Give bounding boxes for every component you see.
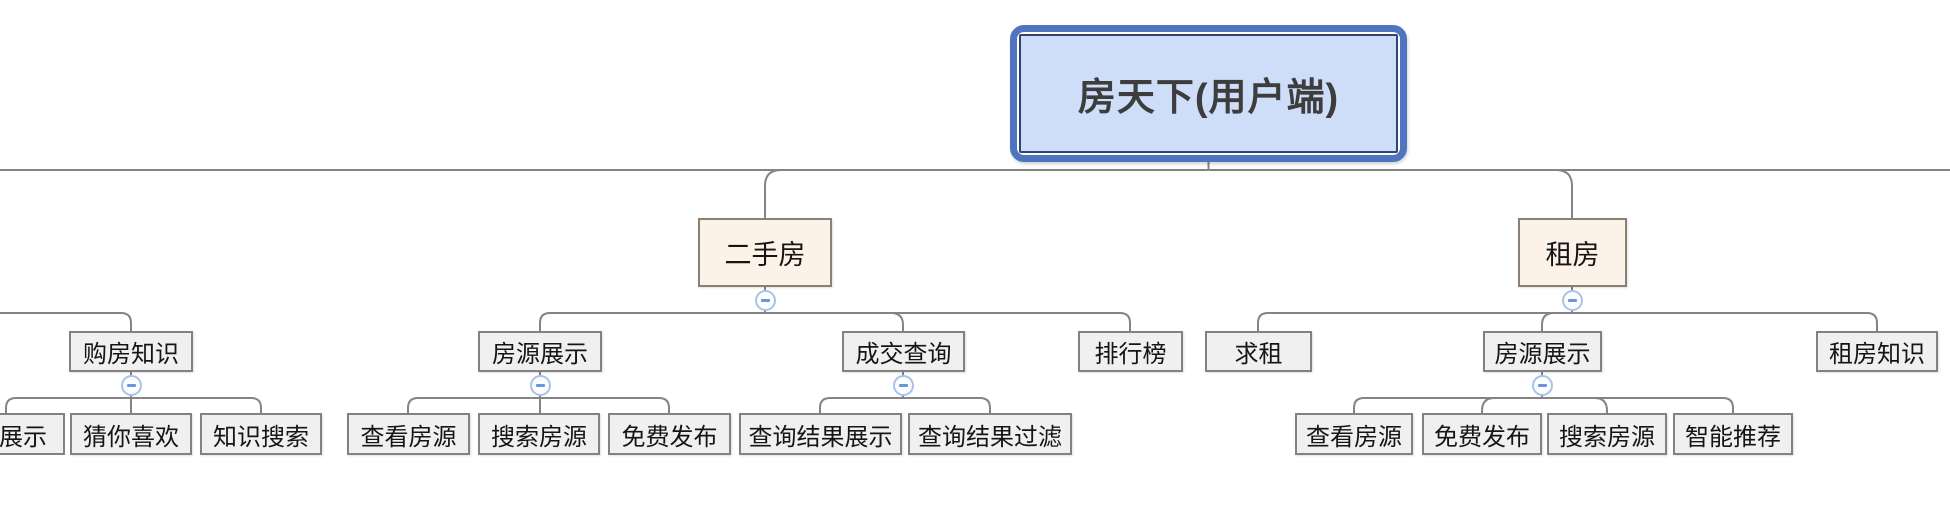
node-buy-knowledge[interactable]: 购房知识 (69, 331, 193, 372)
minus-bar (760, 298, 770, 302)
node-bk-knowledge-search[interactable]: 知识搜索 (200, 413, 322, 455)
connector-bus-rent (1257, 312, 1878, 331)
collapse-toggle-buy-knowledge minus-circle-icon[interactable] (120, 374, 142, 396)
node-shd-result-display[interactable]: 查询结果展示 (739, 413, 902, 455)
node-shl-free-post[interactable]: 免费发布 (608, 413, 731, 455)
node-rent-house[interactable]: 租房 (1518, 218, 1627, 287)
node-rent-knowledge[interactable]: 租房知识 (1816, 331, 1938, 372)
node-root-label: 房天下(用户端) (1019, 34, 1398, 153)
node-rl-free-post[interactable]: 免费发布 (1422, 413, 1542, 455)
node-shl-search-listing[interactable]: 搜索房源 (478, 413, 600, 455)
connector-bus-sh-listing (407, 397, 670, 413)
connector-bus-buy-knowledge (5, 397, 262, 413)
node-secondhand-house[interactable]: 二手房 (698, 218, 832, 287)
minus-bar (126, 383, 136, 387)
node-sh-ranking[interactable]: 排行榜 (1078, 331, 1183, 372)
collapse-toggle-sh-listing minus-circle-icon[interactable] (529, 374, 551, 396)
connector-tap-rent-listing (1541, 312, 1555, 331)
node-rent-listing-display[interactable]: 房源展示 (1483, 331, 1602, 372)
node-bk-display[interactable]: 展示 (0, 413, 65, 455)
node-shl-view-listing[interactable]: 查看房源 (347, 413, 470, 455)
node-rl-search-listing[interactable]: 搜索房源 (1547, 413, 1667, 455)
connector-tap-rent (1555, 169, 1573, 218)
node-rent-seek[interactable]: 求租 (1205, 331, 1312, 372)
connector-tap-rl-post (1481, 397, 1495, 413)
node-shd-result-filter[interactable]: 查询结果过滤 (908, 413, 1072, 455)
connector-bus-secondhand (539, 312, 1131, 331)
node-rl-smart-recommend[interactable]: 智能推荐 (1673, 413, 1793, 455)
node-bk-guess-you-like[interactable]: 猜你喜欢 (70, 413, 192, 455)
connector-bus-rent-listing (1353, 397, 1734, 413)
node-sh-deal-query[interactable]: 成交查询 (842, 331, 965, 372)
connector-bus-sh-deal (819, 397, 991, 413)
minus-bar (535, 383, 545, 387)
minus-bar (1567, 298, 1577, 302)
connector-tap-secondhand (764, 169, 782, 218)
collapse-toggle-sh-deal minus-circle-icon[interactable] (892, 374, 914, 396)
connector-tap-deal (890, 312, 904, 331)
minus-bar (898, 383, 908, 387)
node-sh-listing-display[interactable]: 房源展示 (478, 331, 602, 372)
minus-bar (1537, 383, 1547, 387)
connector-bus-hidden-left (0, 312, 132, 331)
node-root[interactable]: 房天下(用户端) (1010, 25, 1407, 162)
collapse-toggle-rent-listing minus-circle-icon[interactable] (1531, 374, 1553, 396)
collapse-toggle-secondhand minus-circle-icon[interactable] (754, 289, 776, 311)
node-rl-view-listing[interactable]: 查看房源 (1295, 413, 1413, 455)
connector-tap-rl-search (1594, 397, 1608, 413)
collapse-toggle-rent minus-circle-icon[interactable] (1561, 289, 1583, 311)
